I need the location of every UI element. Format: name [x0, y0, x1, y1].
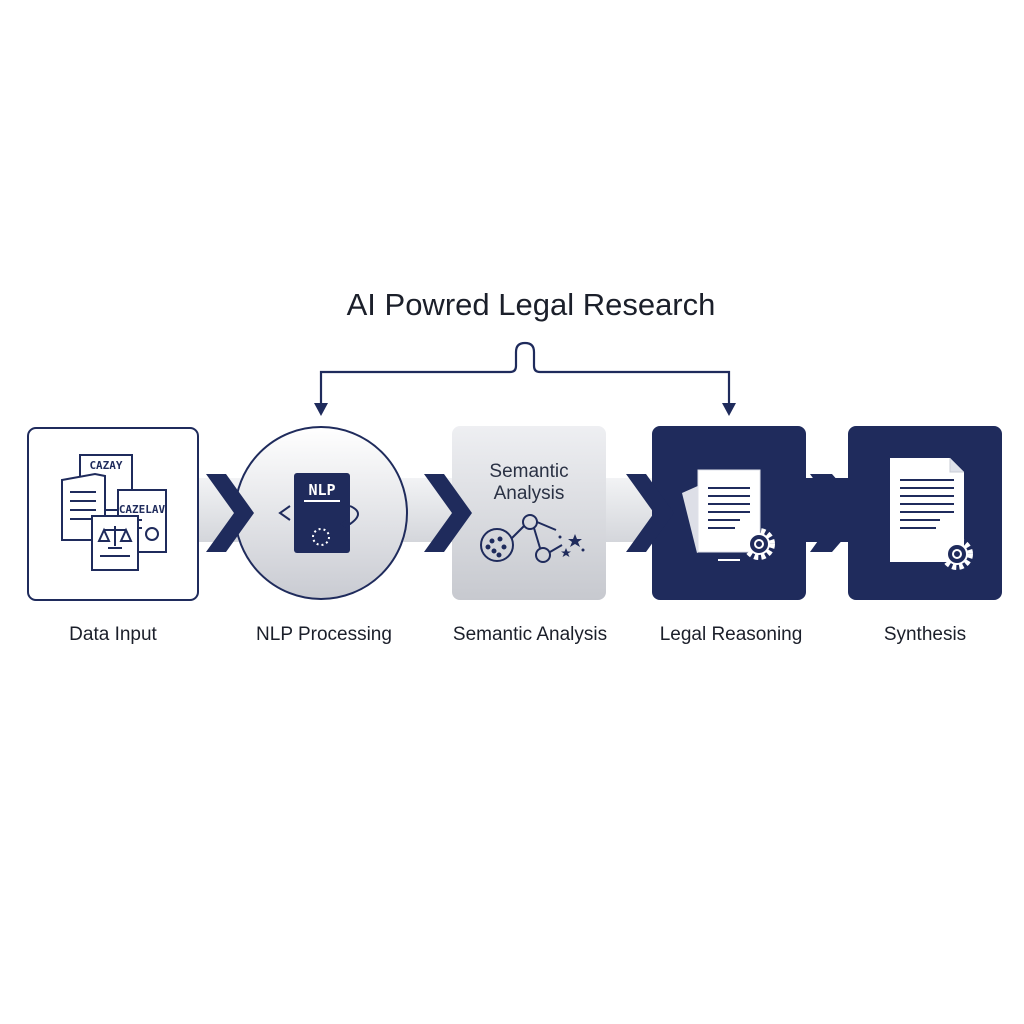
chevron-arrow-4 [810, 474, 866, 552]
stage-label-legal-reasoning: Legal Reasoning [660, 624, 803, 645]
stage-label-semantic-analysis: Semantic Analysis [453, 624, 607, 645]
nlp-chip-label: NLP [308, 481, 335, 499]
stage-label-data-input: Data Input [69, 624, 157, 645]
feedback-arrowhead-right [722, 403, 736, 416]
semantic-network-icon [480, 514, 585, 563]
document-gear-icon [682, 469, 775, 561]
stage-box-data-input [27, 427, 199, 601]
flow-chevrons [206, 474, 866, 552]
doc-label-2: CAZELAV [119, 503, 166, 516]
semantic-box-line-1: Semantic [489, 461, 568, 482]
document-gear-icon [890, 458, 973, 570]
documents-scales-icon [61, 454, 167, 571]
chevron-arrow-3 [626, 474, 674, 552]
chevron-arrow-1 [206, 474, 254, 552]
nlp-chip-icon [278, 473, 359, 553]
stage-label-synthesis: Synthesis [884, 624, 966, 645]
feedback-arrowhead-left [314, 403, 328, 416]
doc-label-1: CAZAY [89, 459, 122, 472]
feedback-arrow [319, 341, 731, 407]
semantic-box-line-2: Analysis [494, 483, 565, 504]
chevron-arrow-2 [424, 474, 472, 552]
stage-label-nlp-processing: NLP Processing [256, 624, 392, 645]
diagram-title: AI Powred Legal Research [347, 287, 716, 322]
stage-box-semantic-analysis [452, 426, 606, 600]
